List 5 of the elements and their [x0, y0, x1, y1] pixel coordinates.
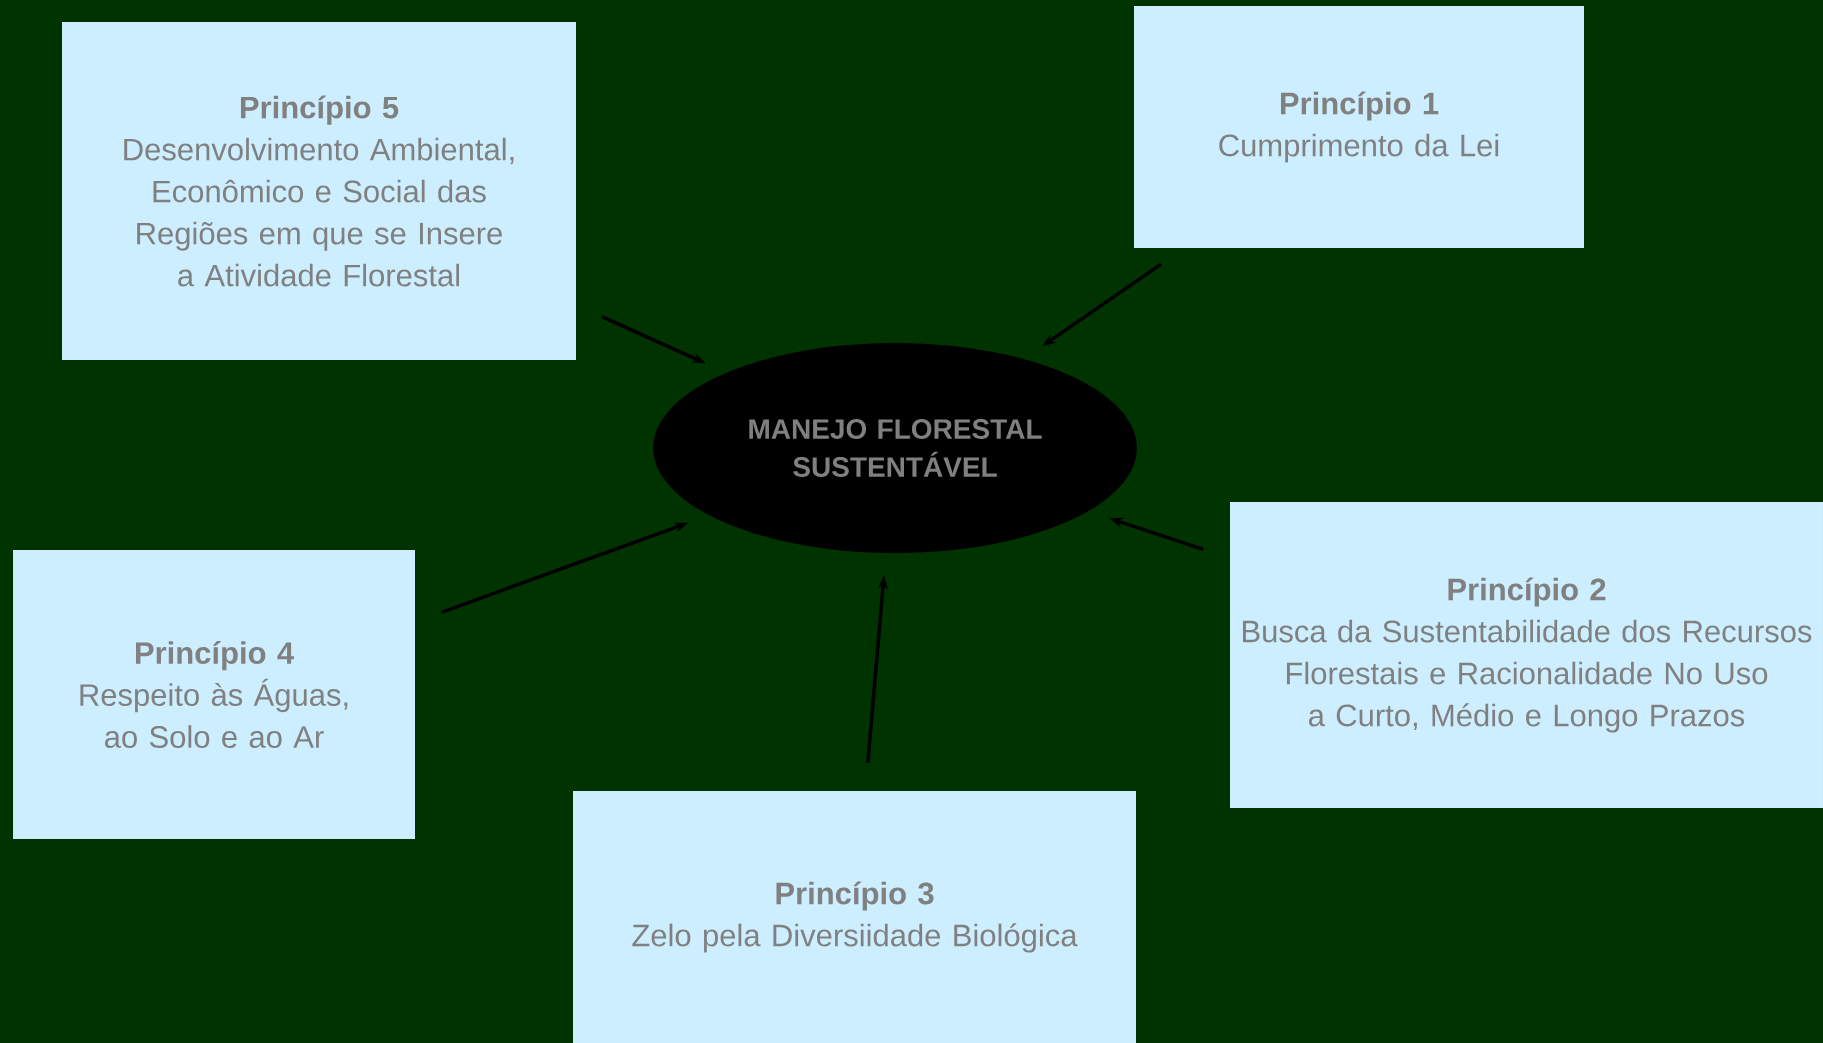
principle-box: Princípio 5 Desenvolvimento Ambiental, Econômico e Social das Regiões em que se Insere a Atividade Florestal: [62, 22, 576, 360]
principle-box: Princípio 1 Cumprimento da Lei: [1134, 6, 1584, 248]
principle-box: Princípio 4 Respeito às Águas, ao Solo e ao Ar: [13, 550, 415, 839]
principle-box: Princípio 2 Busca da Sustentabilidade dos Recursos Florestais e Racionalidade No Uso a Curto, Médio e Longo Prazos: [1230, 502, 1823, 808]
principle-box: Princípio 3 Zelo pela Diversiidade Biológica: [573, 791, 1136, 1043]
